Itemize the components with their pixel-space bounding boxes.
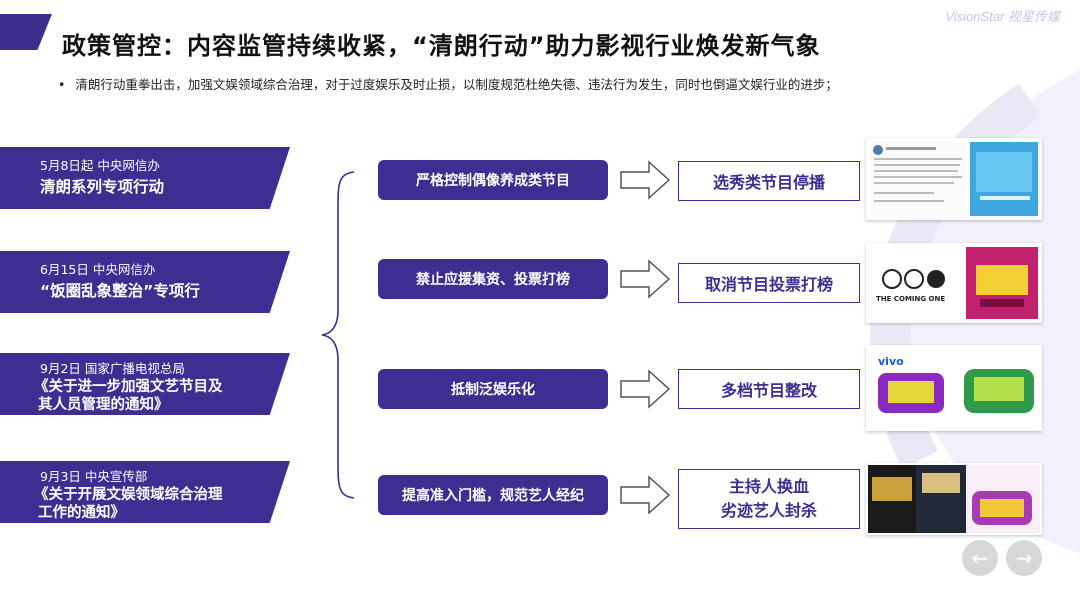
intro-bullet: • 清朗行动重拳出击，加强文娱领域综合治理，对于过度娱乐及时止损，以制度规范杜绝失… (58, 74, 838, 93)
grouping-brace (321, 171, 355, 499)
result-box-3: 多档节目整改 (678, 369, 860, 409)
result-box-2: 取消节目投票打榜 (678, 263, 860, 303)
policy-item-4: 9月3日 中央宣传部 《关于开展文娱领域综合治理 工作的通知》 (0, 461, 290, 523)
arrow-left-icon: ← (971, 546, 989, 570)
policy-name-line1: 《关于开展文娱领域综合治理 (34, 487, 223, 503)
result-text: 多档节目整改 (720, 381, 817, 400)
policy-item-1: 5月8日起 中央网信办 清朗系列专项行动 (0, 147, 290, 209)
hosts-image (868, 465, 1040, 533)
policy-date: 6月15日 中央网信办 (40, 262, 156, 277)
measure-button-2: 禁止应援集资、投票打榜 (378, 259, 608, 299)
thumbnail-show-logos: THE COMING ONE (866, 243, 1042, 323)
result-text: 取消节目投票打榜 (704, 275, 833, 294)
result-text-line1: 主持人换血 (728, 477, 809, 496)
title-accent-bar (0, 14, 52, 50)
right-arrow-icon (620, 369, 671, 409)
policy-name: 清朗系列专项行动 (40, 178, 165, 196)
bullet-dot-icon: • (58, 77, 66, 92)
policy-item-3: 9月2日 国家广播电视总局 《关于进一步加强文艺节目及 其人员管理的通知》 (0, 353, 290, 415)
policy-name-line2: 其人员管理的通知》 (38, 397, 169, 413)
result-text: 选秀类节目停播 (712, 173, 825, 192)
thumbnail-hosts (866, 463, 1042, 535)
right-arrow-icon (620, 160, 671, 200)
intro-text: 清朗行动重拳出击，加强文娱领域综合治理，对于过度娱乐及时止损，以制度规范杜绝失德… (75, 77, 838, 92)
result-box-4: 主持人换血 劣迹艺人封杀 (678, 469, 860, 529)
right-arrow-icon (620, 475, 671, 515)
result-text-line2: 劣迹艺人封杀 (720, 501, 817, 520)
page-title: 政策管控：内容监管持续收紧，“清朗行动”助力影视行业焕发新气象 (62, 32, 821, 60)
vivo-logo: vivo (878, 355, 904, 368)
arrow-right-icon: → (1015, 546, 1033, 570)
policy-item-2: 6月15日 中央网信办 “饭圈乱象整治”专项行 (0, 251, 290, 313)
show-logo-caption: THE COMING ONE (876, 295, 946, 303)
measure-button-4: 提高准入门槛，规范艺人经纪 (378, 475, 608, 515)
result-box-1: 选秀类节目停播 (678, 161, 860, 201)
policy-date: 9月3日 中央宣传部 (40, 469, 148, 484)
variety-show-image (872, 351, 1038, 425)
next-page-button[interactable]: → (1006, 540, 1042, 576)
measure-button-1: 严格控制偶像养成类节目 (378, 160, 608, 200)
show-logo-image (882, 247, 1038, 319)
thumbnail-variety-shows: vivo (866, 345, 1042, 431)
measure-button-3: 抵制泛娱乐化 (378, 369, 608, 409)
prev-page-button[interactable]: ← (962, 540, 998, 576)
policy-name-line1: 《关于进一步加强文艺节目及 (34, 379, 223, 395)
policy-name-line2: 工作的通知》 (38, 505, 125, 521)
brand-logo: VisionStar 视星传媒 (945, 9, 1060, 24)
weibo-post-image (870, 142, 1038, 216)
thumbnail-weibo-notice (866, 138, 1042, 220)
right-arrow-icon (620, 259, 671, 299)
policy-date: 5月8日起 中央网信办 (40, 158, 160, 173)
policy-name: “饭圈乱象整治”专项行 (40, 282, 200, 300)
policy-date: 9月2日 国家广播电视总局 (40, 361, 185, 376)
